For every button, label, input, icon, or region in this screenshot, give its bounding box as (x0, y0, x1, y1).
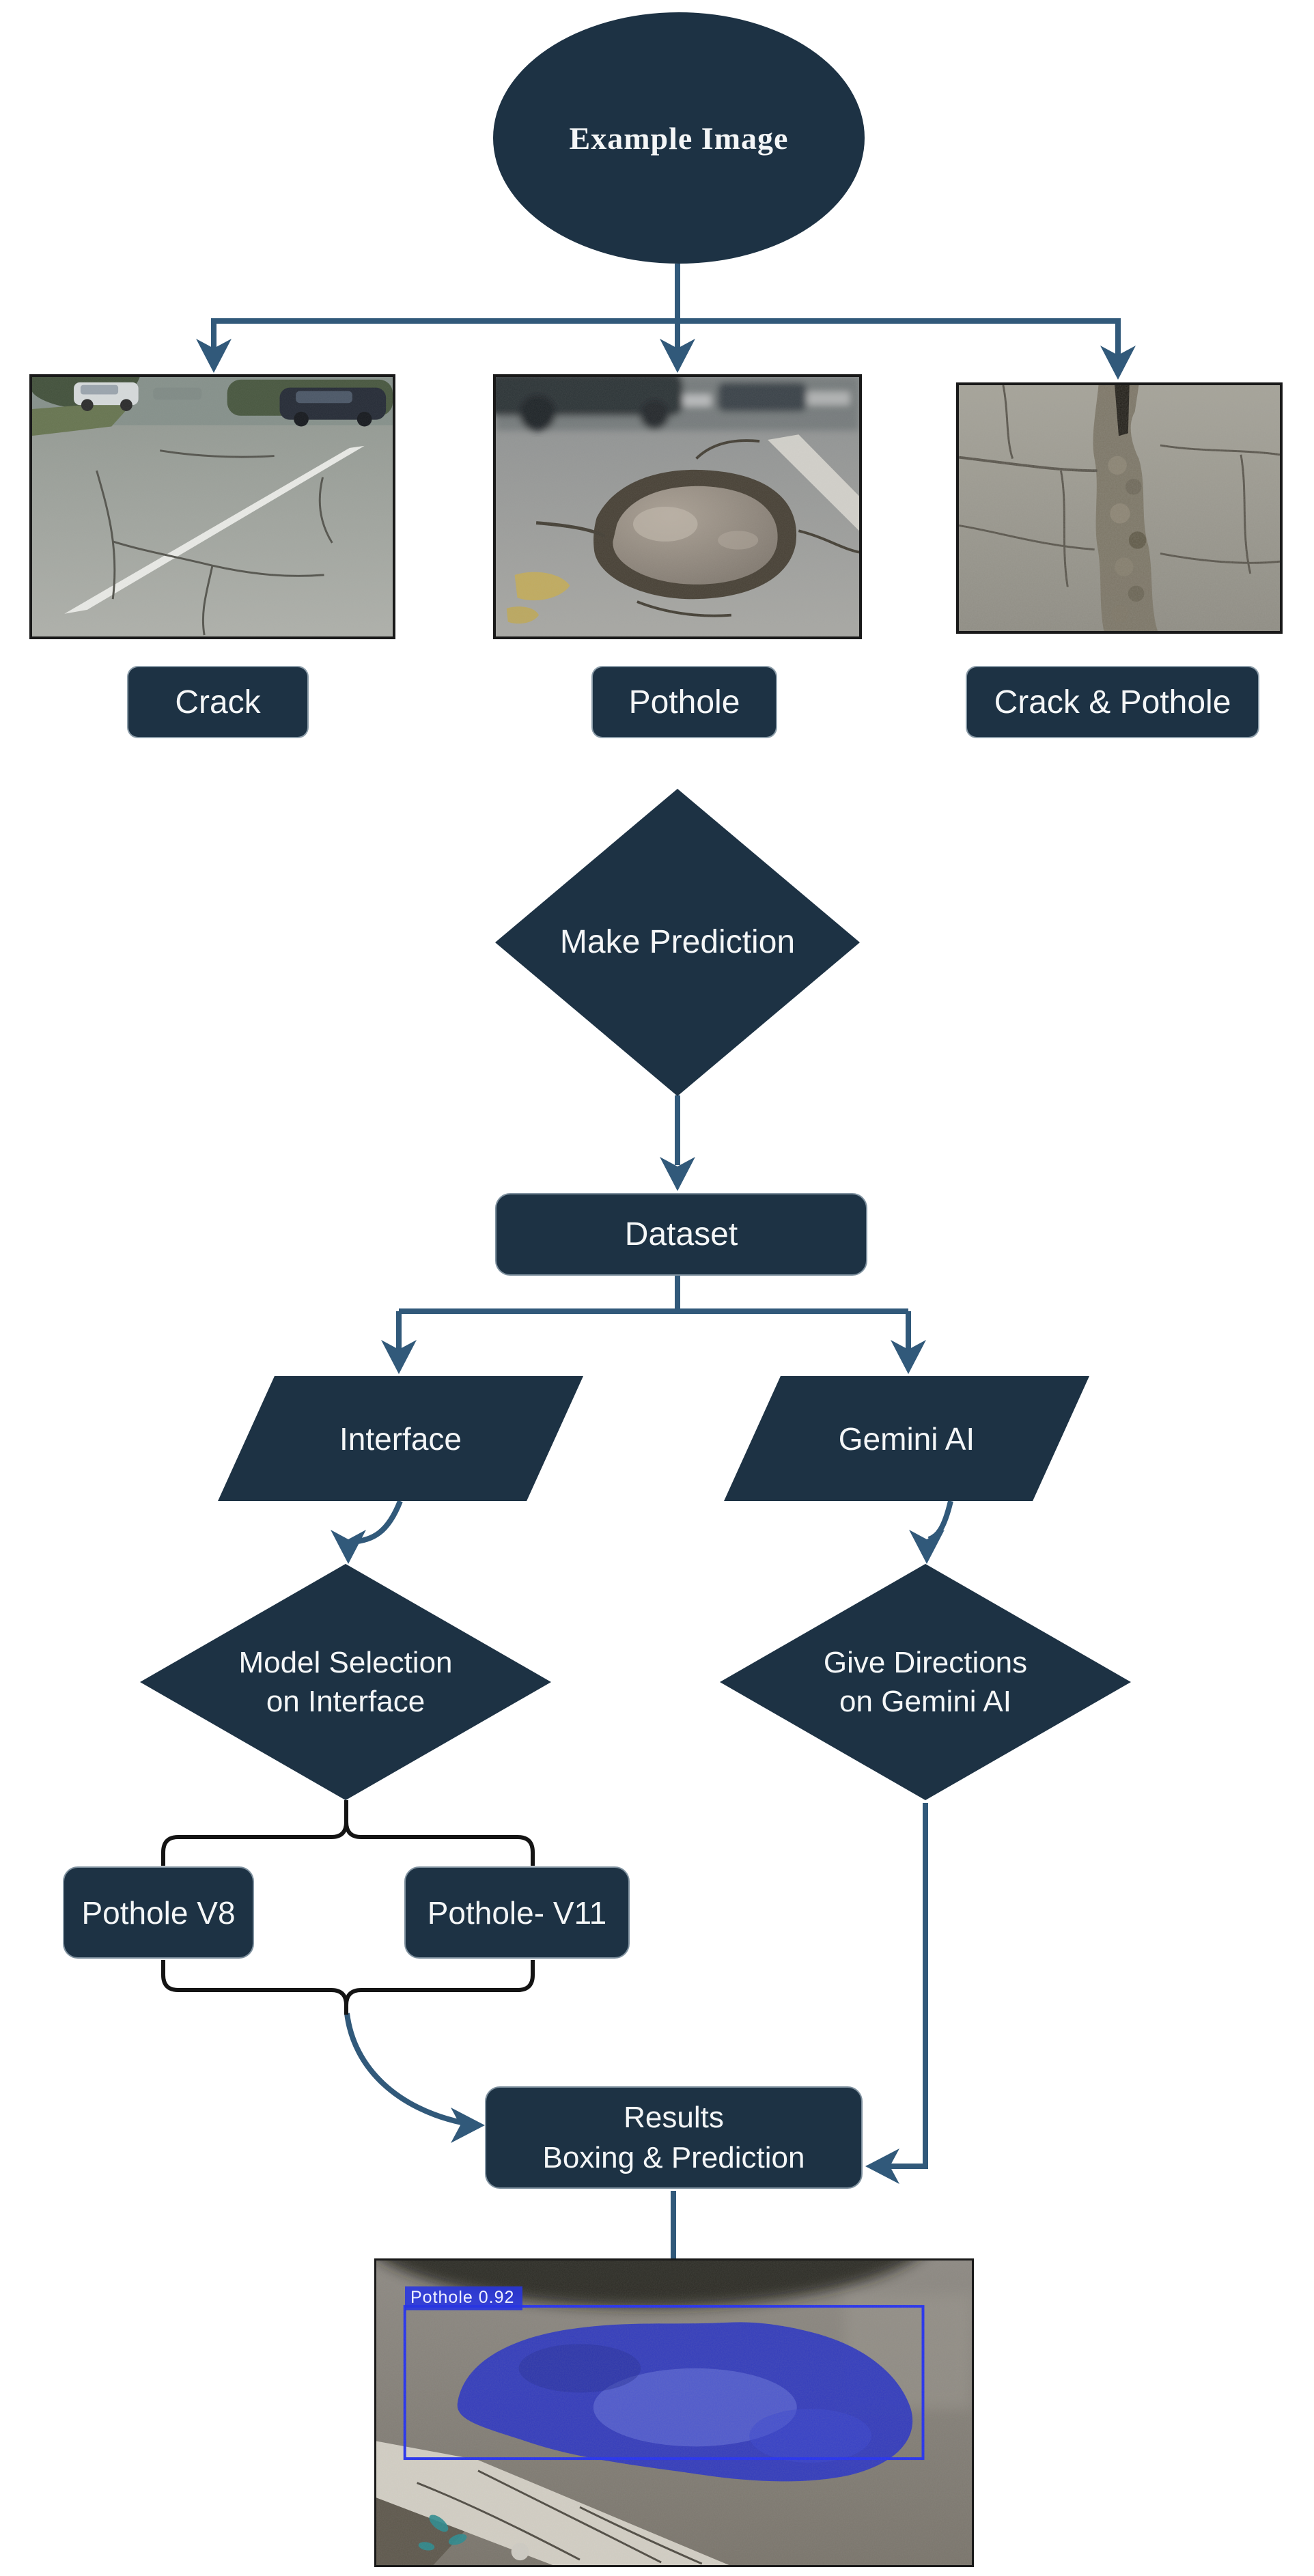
node-model-selection-line1: Model Selection (238, 1645, 453, 1679)
node-give-directions-line1: Give Directions (823, 1645, 1028, 1679)
node-example-image-label: Example Image (569, 120, 789, 156)
node-pothole-v11-label: Pothole- V11 (427, 1894, 607, 1931)
crack-road-photo (29, 374, 395, 639)
detection-result-photo: Pothole 0.92 (374, 2258, 974, 2567)
node-dataset: Dataset (495, 1193, 867, 1276)
node-pothole-v11: Pothole- V11 (404, 1866, 630, 1959)
node-give-directions-line2: on Gemini AI (839, 1685, 1011, 1718)
label-pothole: Pothole (591, 666, 777, 738)
node-results-line1: Results (624, 2100, 724, 2134)
arrowheads (196, 339, 1136, 2184)
node-example-image: Example Image (493, 12, 865, 264)
node-interface: Interface (218, 1376, 583, 1501)
label-crack: Crack (127, 666, 309, 738)
label-crack-text: Crack (175, 684, 261, 720)
detection-label: Pothole 0.92 (405, 2286, 523, 2310)
node-pothole-v8: Pothole V8 (63, 1866, 254, 1959)
label-crack-and-pothole-text: Crack & Pothole (994, 684, 1231, 720)
node-model-selection-line2: on Interface (266, 1685, 425, 1718)
node-gemini-ai-label: Gemini AI (838, 1420, 975, 1457)
node-results: Results Boxing & Prediction (485, 2086, 863, 2189)
pothole-photo (493, 374, 862, 639)
node-gemini-ai: Gemini AI (724, 1376, 1089, 1501)
label-pothole-text: Pothole (628, 684, 740, 720)
label-crack-and-pothole: Crack & Pothole (966, 666, 1259, 738)
blue-connectors (211, 264, 1121, 2262)
node-make-prediction-label: Make Prediction (559, 923, 796, 960)
crack-and-pothole-photo (956, 382, 1283, 634)
brace-connectors (161, 1800, 535, 2015)
node-interface-label: Interface (339, 1420, 462, 1457)
node-pothole-v8-label: Pothole V8 (81, 1894, 236, 1931)
node-dataset-label: Dataset (624, 1216, 738, 1252)
node-results-line2: Boxing & Prediction (542, 2141, 805, 2174)
